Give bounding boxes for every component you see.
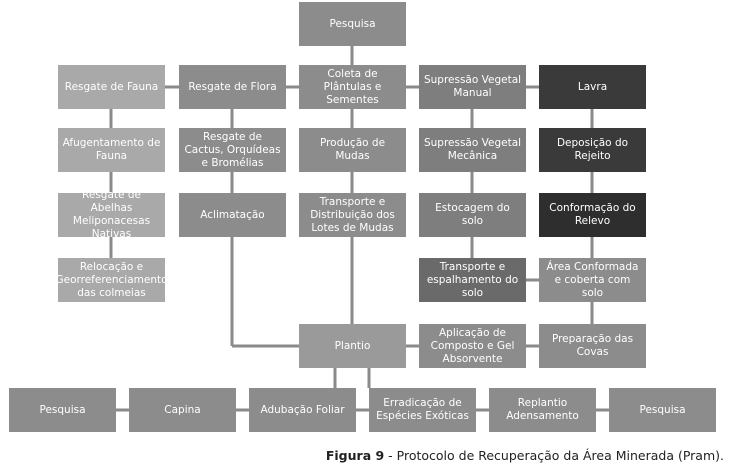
node-supressao-mecanica: Supressão Vegetal Mecânica [419, 128, 526, 172]
node-relocacao: Relocação e Georreferenciamento das colm… [55, 258, 168, 302]
node-transporte-lotes: Transporte e Distribuição dos Lotes de M… [299, 193, 406, 237]
node-afugentamento: Afugentamento de Fauna [58, 128, 165, 172]
node-replantio: Replantio Adensamento [489, 388, 596, 432]
node-adubacao-foliar: Adubação Foliar [249, 388, 356, 432]
node-resgate-flora: Resgate de Flora [179, 65, 286, 109]
node-producao-mudas: Produção de Mudas [299, 128, 406, 172]
node-resgate-cactus: Resgate de Cactus, Orquídeas e Bromélias [179, 128, 286, 172]
node-pesquisa-right: Pesquisa [609, 388, 716, 432]
caption-label: Figura 9 [325, 448, 385, 463]
node-aplicacao-composto: Aplicação de Composto e Gel Absorvente [419, 324, 526, 368]
node-resgate-fauna: Resgate de Fauna [58, 65, 165, 109]
node-area-conformada: Área Conformada e coberta com solo [539, 258, 646, 302]
node-coleta-plantulas: Coleta de Plântulas e Sementes [299, 65, 406, 109]
node-capina: Capina [129, 388, 236, 432]
node-lavra: Lavra [539, 65, 646, 109]
node-plantio: Plantio [299, 324, 406, 368]
figure-caption: Figura 9 - Protocolo de Recuperação da Á… [300, 448, 724, 463]
node-estocagem-solo: Estocagem do solo [419, 193, 526, 237]
node-transporte-solo: Transporte e espalhamento do solo [419, 258, 526, 302]
node-pesquisa-top: Pesquisa [299, 2, 406, 46]
node-pesquisa-left: Pesquisa [9, 388, 116, 432]
node-erradicacao: Erradicação de Espécies Exóticas [369, 388, 476, 432]
node-conformacao-relevo: Conformação do Relevo [539, 193, 646, 237]
caption-text: - Protocolo de Recuperação da Área Miner… [384, 448, 724, 463]
node-deposicao-rejeito: Deposição do Rejeito [539, 128, 646, 172]
node-resgate-abelhas: Resgate de Abelhas Meliponacesas Nativas [58, 189, 165, 240]
node-supressao-manual: Supressão Vegetal Manual [419, 65, 526, 109]
node-preparacao-covas: Preparação das Covas [539, 324, 646, 368]
node-aclimatacao: Aclimatação [179, 193, 286, 237]
